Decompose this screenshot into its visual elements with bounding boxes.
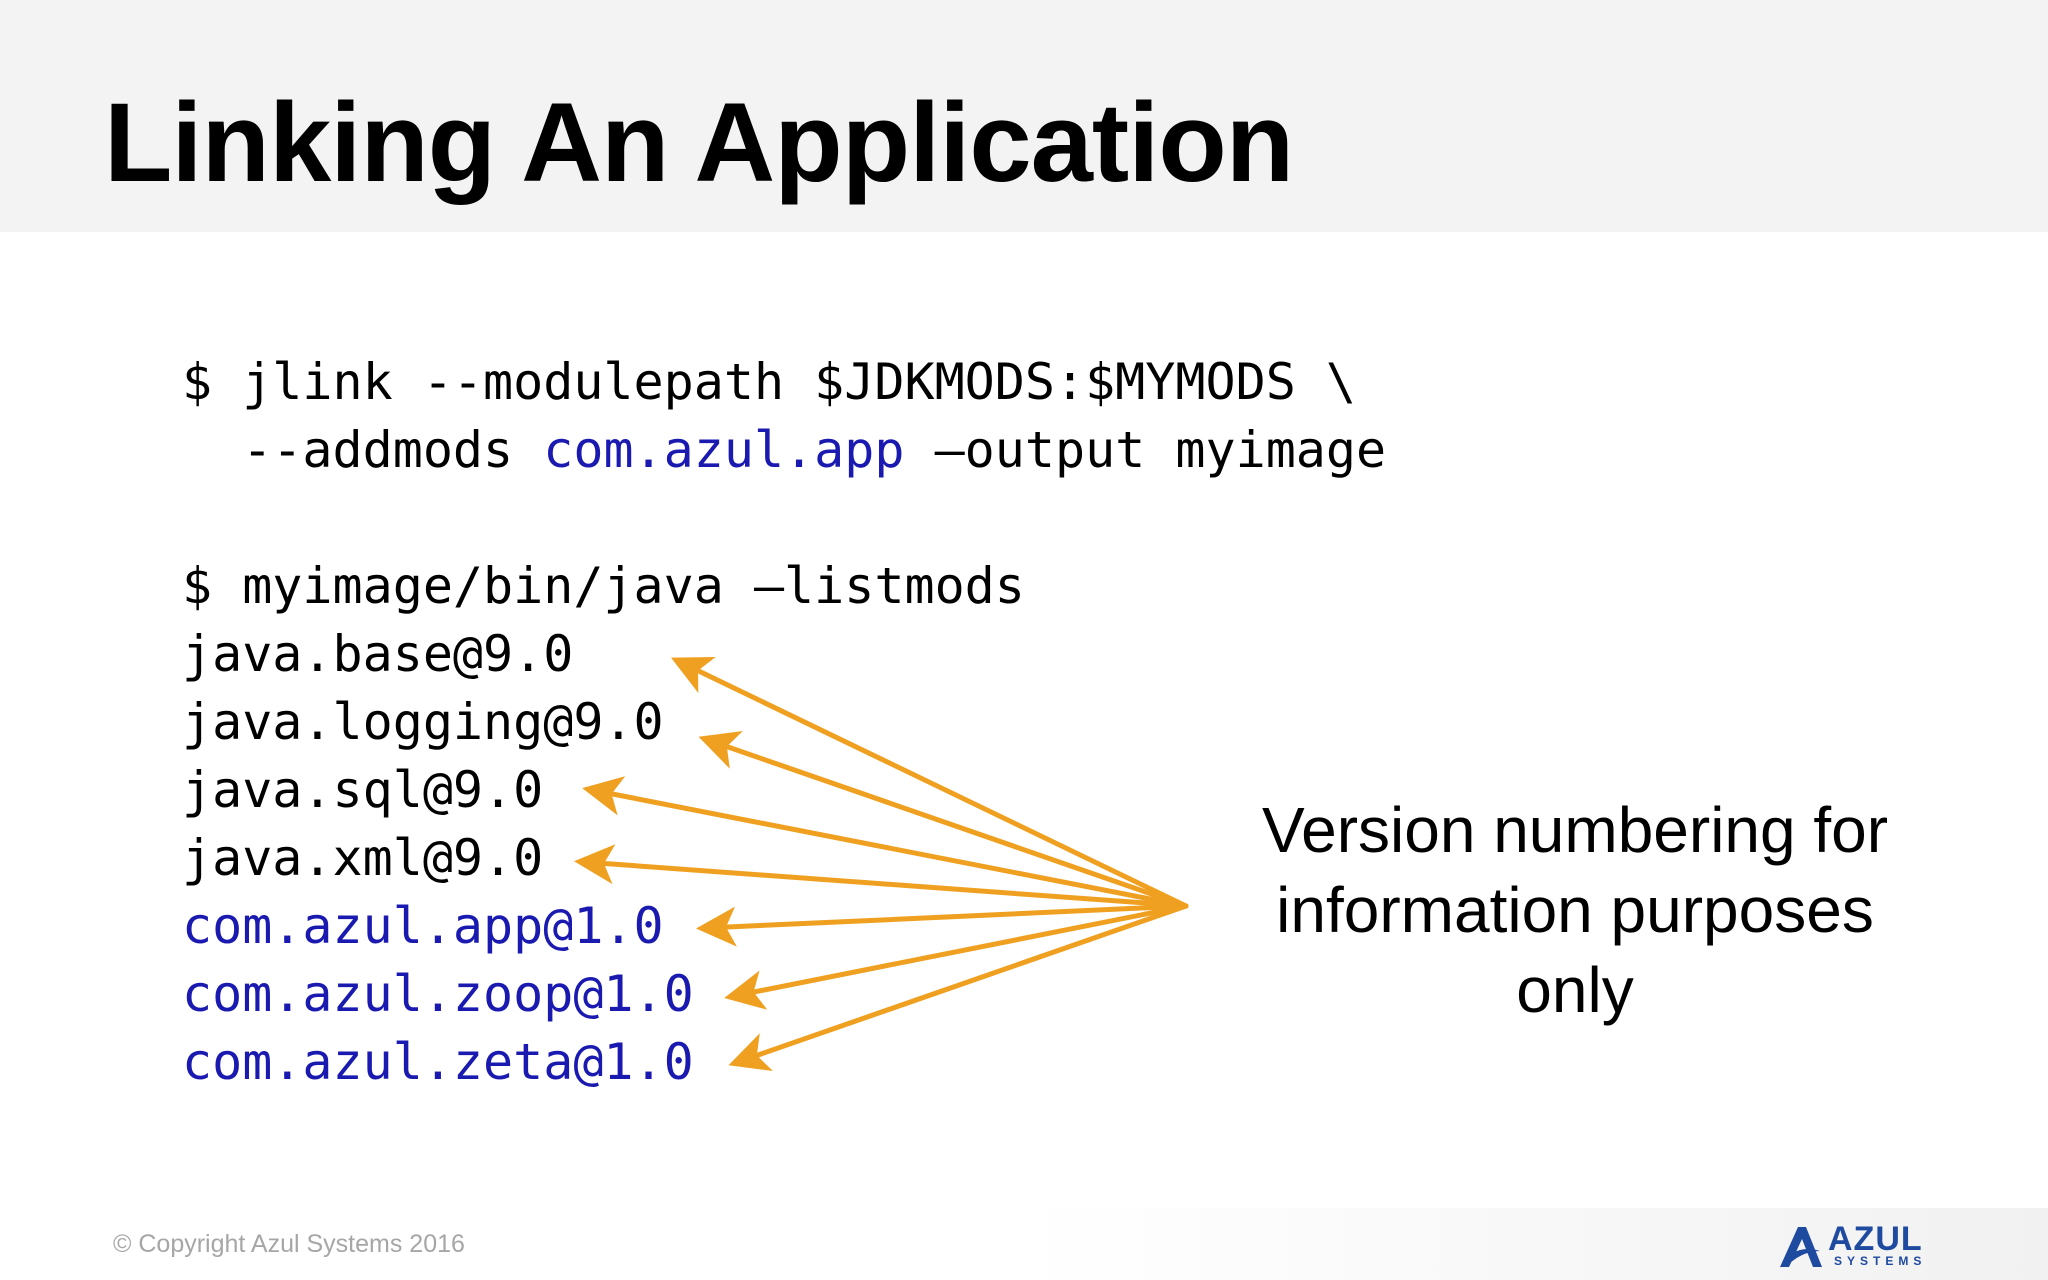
version-note-line: only	[1516, 954, 1634, 1026]
arrow-to-java-sql	[582, 776, 1189, 909]
arrow-to-java-logging	[698, 730, 1189, 909]
module-line: java.xml@9.0	[182, 829, 544, 887]
azul-logo-word: AZUL	[1828, 1220, 1923, 1258]
module-line-highlighted: com.azul.zeta@1.0	[182, 1033, 694, 1091]
copyright-text: © Copyright Azul Systems 2016	[113, 1230, 465, 1258]
listmods-command: $ myimage/bin/java –listmods	[182, 557, 1025, 615]
arrow-to-com-azul-app	[696, 903, 1189, 947]
title-band	[0, 0, 2048, 232]
jlink-command-line-2: --addmods com.azul.app –output myimage	[182, 416, 1386, 484]
azul-logo-sub: SYSTEMS	[1834, 1254, 1927, 1268]
version-note-line: information purposes	[1276, 874, 1874, 946]
slide-title: Linking An Application	[104, 80, 1294, 205]
addmods-flag: --addmods	[182, 421, 544, 479]
arrow-to-java-base	[670, 657, 1189, 909]
arrow-to-com-azul-zeta	[728, 903, 1189, 1072]
arrow-to-com-azul-zoop	[724, 903, 1189, 1010]
module-line: java.logging@9.0	[182, 693, 664, 751]
module-line: java.base@9.0	[182, 625, 574, 683]
version-note-line: Version numbering for	[1261, 794, 1889, 866]
module-line-highlighted: com.azul.app@1.0	[182, 897, 664, 955]
module-line-highlighted: com.azul.zoop@1.0	[182, 965, 694, 1023]
version-note: Version numbering for information purpos…	[1200, 790, 1950, 1030]
arrow-to-java-xml	[574, 844, 1189, 909]
azul-logo-mark-icon	[1780, 1227, 1822, 1267]
addmods-module: com.azul.app	[543, 421, 905, 479]
footer-band	[0, 1208, 2048, 1280]
module-line: java.sql@9.0	[182, 761, 544, 819]
output-flag: –output myimage	[904, 421, 1387, 479]
jlink-command-line-1: $ jlink --modulepath $JDKMODS:$MYMODS \	[182, 353, 1356, 411]
azul-logo: AZUL SYSTEMS	[1776, 1221, 1956, 1271]
